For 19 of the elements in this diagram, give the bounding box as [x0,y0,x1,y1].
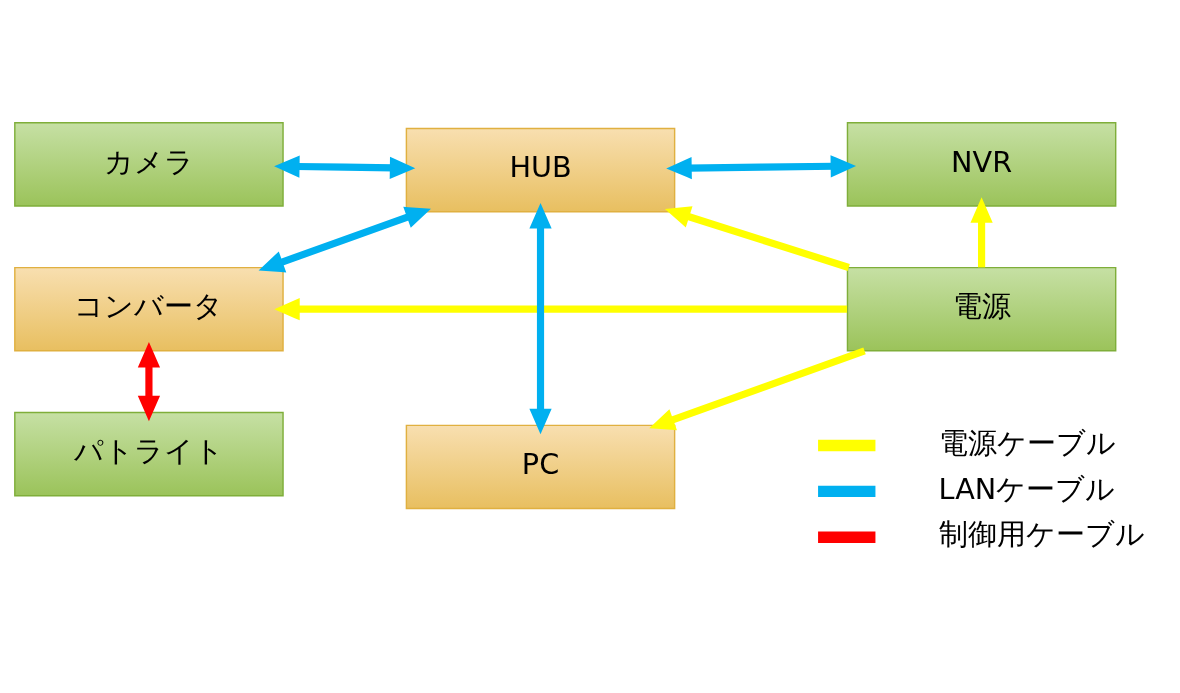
node-box: パトライト [14,411,284,497]
arrow [664,206,850,271]
node-box: HUB [405,127,676,213]
arrow [274,155,416,179]
arrow [529,203,552,435]
arrow [258,206,431,273]
arrow [649,347,866,431]
legend-label: LANケーブル [938,471,1116,506]
arrow [137,342,161,422]
node-box: PC [405,424,676,510]
node-box: カメラ [14,122,284,207]
node-box: コンバータ [14,266,284,352]
node-box: 電源 [846,266,1117,352]
legend-label: 電源ケーブル [938,425,1116,460]
arrow [970,197,993,268]
arrow [666,155,857,180]
legend-label: 制御用ケーブル [938,517,1145,552]
arrow [274,298,847,321]
node-box: NVR [846,122,1117,207]
